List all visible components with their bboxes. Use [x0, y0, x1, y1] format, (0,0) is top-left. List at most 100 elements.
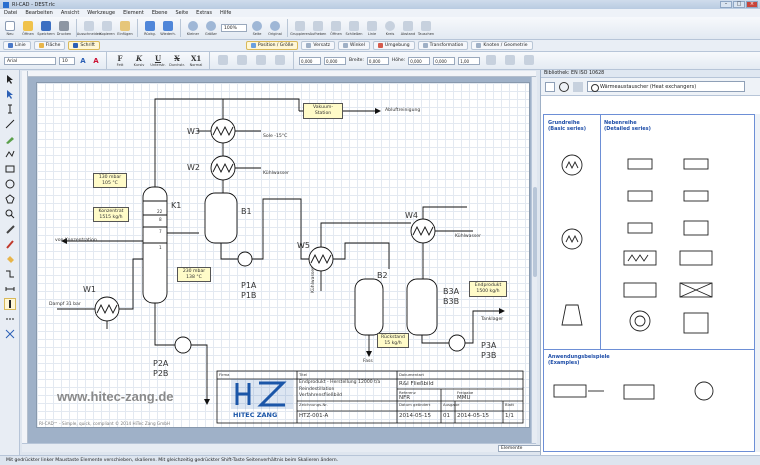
open-button[interactable]: Öffnen [20, 20, 36, 36]
cut-button[interactable]: Ausschneiden [77, 20, 101, 36]
save-button[interactable]: Speichern [37, 20, 55, 36]
text-color-icon[interactable]: A [80, 56, 86, 65]
original-size-button[interactable]: Original [267, 20, 283, 36]
tab-winkel[interactable]: Winkel [337, 41, 370, 50]
fit-page-button[interactable]: Seite [249, 20, 265, 36]
menu-bearbeiten[interactable]: Bearbeiten [25, 10, 53, 16]
align-left-button[interactable] [215, 55, 231, 66]
library-list-icon[interactable] [573, 81, 583, 92]
print-button[interactable]: Drucken [56, 20, 72, 36]
width-field[interactable]: 0,000 [366, 56, 389, 65]
pen-tool[interactable] [4, 133, 16, 145]
menu-ansicht[interactable]: Ansicht [60, 10, 80, 16]
close-button[interactable]: × [746, 1, 758, 8]
tab-transformation[interactable]: Transformation [417, 41, 469, 50]
magnifier-page-icon [252, 20, 262, 31]
rotate-button[interactable] [521, 55, 537, 66]
mirror-button[interactable] [502, 55, 518, 66]
eyedropper-tool[interactable] [4, 223, 16, 235]
paint-tool[interactable] [4, 238, 16, 250]
library-scrollbar[interactable] [755, 114, 760, 452]
swap-button[interactable]: Tauschen [418, 20, 434, 36]
menu-werkzeuge[interactable]: Werkzeuge [87, 10, 116, 16]
pipe-tool[interactable] [3, 298, 16, 310]
offset-field[interactable]: 0,000 [433, 56, 456, 65]
select-arrow-tool[interactable] [4, 73, 16, 85]
height-field[interactable]: 0,000 [408, 56, 431, 65]
zoom-out-button[interactable]: Kleiner [185, 20, 201, 36]
fill-icon [38, 43, 44, 48]
menu-element[interactable]: Element [123, 10, 144, 16]
fill-tool[interactable] [4, 253, 16, 265]
highlight-icon[interactable]: A [93, 56, 99, 65]
tab-schrift[interactable]: Schrift [68, 41, 100, 50]
library-search-icon[interactable] [559, 81, 569, 92]
menu-extras[interactable]: Extras [196, 10, 212, 16]
line-tool-button[interactable]: Linie [364, 20, 380, 36]
circle-tool-button[interactable]: Kreis [382, 20, 398, 36]
library-browse-icon[interactable] [545, 81, 555, 92]
zoom-tool[interactable] [4, 208, 16, 220]
status-bar: Mit gedrückter linker Maustaste Elemente… [0, 455, 760, 465]
polygon-tool[interactable] [4, 193, 16, 205]
library-category-select[interactable]: Wärmeaustauscher (Heat exchangers) [587, 81, 745, 92]
tab-linie[interactable]: Linie [3, 41, 31, 50]
redo-button[interactable]: Wiederh. [160, 20, 176, 36]
tab-versatz[interactable]: Versatz [301, 41, 335, 50]
signal-tool[interactable] [4, 313, 16, 325]
close-group-button[interactable]: Schließen [345, 20, 363, 36]
rectangle-tool[interactable] [4, 163, 16, 175]
dimension-tool[interactable] [4, 283, 16, 295]
line-tool[interactable] [4, 118, 16, 130]
pos-y-field[interactable]: 0,000 [324, 56, 346, 65]
zoom-select[interactable]: 100% [221, 24, 247, 32]
font-size-select[interactable]: 10 [59, 56, 75, 65]
paste-button[interactable]: Einfügen [117, 20, 133, 36]
new-button[interactable]: Neu [2, 20, 18, 36]
menu-datei[interactable]: Datei [4, 10, 18, 16]
tab-position-groesse[interactable]: Position / Größe [245, 41, 299, 50]
group-button[interactable]: Gruppieren [290, 20, 310, 36]
symbol-shapes [553, 154, 714, 401]
vertical-scrollbar[interactable] [531, 77, 537, 443]
tab-knoten-geometrie[interactable]: Knoten / Geometrie [471, 41, 533, 50]
text-frame-button[interactable] [272, 55, 288, 66]
menu-hilfe[interactable]: Hilfe [219, 10, 232, 16]
symbol-tool[interactable] [4, 328, 16, 340]
drawing-sheet[interactable]: Vakuum- Station Abluftreinigung Sole -15… [36, 82, 530, 428]
align-center-button[interactable] [234, 55, 250, 66]
line-style-icon [8, 43, 13, 48]
text-tool[interactable] [4, 103, 16, 115]
detailed-series-heading: Nebenreihe (Detailed series) [604, 120, 651, 132]
font-family-select[interactable]: Arial [4, 56, 56, 65]
tab-umgebung[interactable]: Umgebung [372, 41, 415, 50]
tab-flaeche[interactable]: Fläche [33, 41, 66, 50]
polyline-tool[interactable] [4, 148, 16, 160]
tb-release-value: MMU [457, 395, 471, 401]
align-right-button[interactable] [253, 55, 269, 66]
scroll-thumb[interactable] [533, 187, 537, 277]
undo-button[interactable]: Rückg. [142, 20, 158, 36]
ellipse-tool[interactable] [4, 178, 16, 190]
open-group-button[interactable]: Öffnen [328, 20, 344, 36]
lock-button[interactable] [483, 55, 499, 66]
element-select[interactable]: Elemente [498, 445, 542, 452]
node-select-tool[interactable] [4, 88, 16, 100]
connector-tool[interactable] [4, 268, 16, 280]
minimize-button[interactable]: – [720, 1, 732, 8]
ungroup-button[interactable]: Aufheben [310, 20, 326, 36]
tb-title-line2: Reindestillation [299, 387, 335, 392]
distance-button[interactable]: Abstand [400, 20, 416, 36]
menu-seite[interactable]: Seite [175, 10, 189, 16]
scale-field[interactable]: 1,00 [458, 56, 481, 65]
menu-ebene[interactable]: Ebene [151, 10, 168, 16]
copy-button[interactable]: Kopieren [99, 20, 115, 36]
zoom-in-button[interactable]: Größer [203, 20, 219, 36]
pos-x-field[interactable]: 0,000 [299, 56, 321, 65]
maximize-button[interactable]: □ [733, 1, 745, 8]
